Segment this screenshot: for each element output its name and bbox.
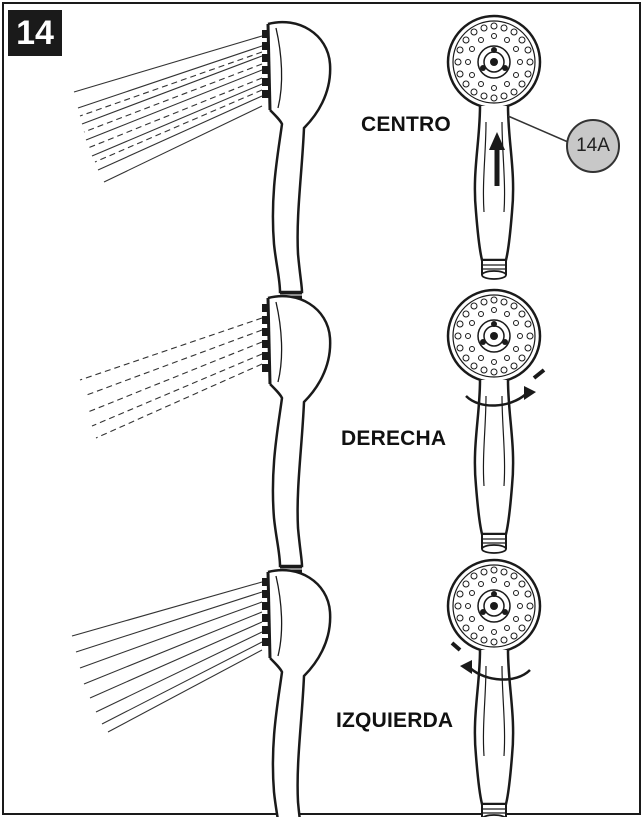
up-arrow-icon — [489, 132, 505, 186]
side-view-handshower-3 — [260, 568, 332, 817]
callout-14a: 14A — [566, 119, 620, 173]
step-number-badge: 14 — [8, 10, 62, 56]
rotate-right-arrow-icon — [465, 368, 546, 407]
callout-leader-line — [507, 115, 569, 143]
front-view-handshower-2 — [448, 290, 540, 553]
spray-lines-full-3 — [71, 581, 263, 733]
front-view-handshower-3 — [448, 560, 540, 817]
side-view-handshower-2 — [260, 294, 332, 578]
label-right: DERECHA — [341, 427, 447, 450]
spray-lines-dashed-2 — [79, 317, 263, 439]
spray-lines-full-1 — [73, 35, 263, 183]
label-left: IZQUIERDA — [336, 709, 454, 732]
spray-lines-dashed-1 — [79, 51, 263, 163]
label-center: CENTRO — [361, 113, 451, 136]
rotate-left-arrow-icon — [450, 641, 531, 681]
side-view-handshower-1 — [260, 20, 332, 304]
